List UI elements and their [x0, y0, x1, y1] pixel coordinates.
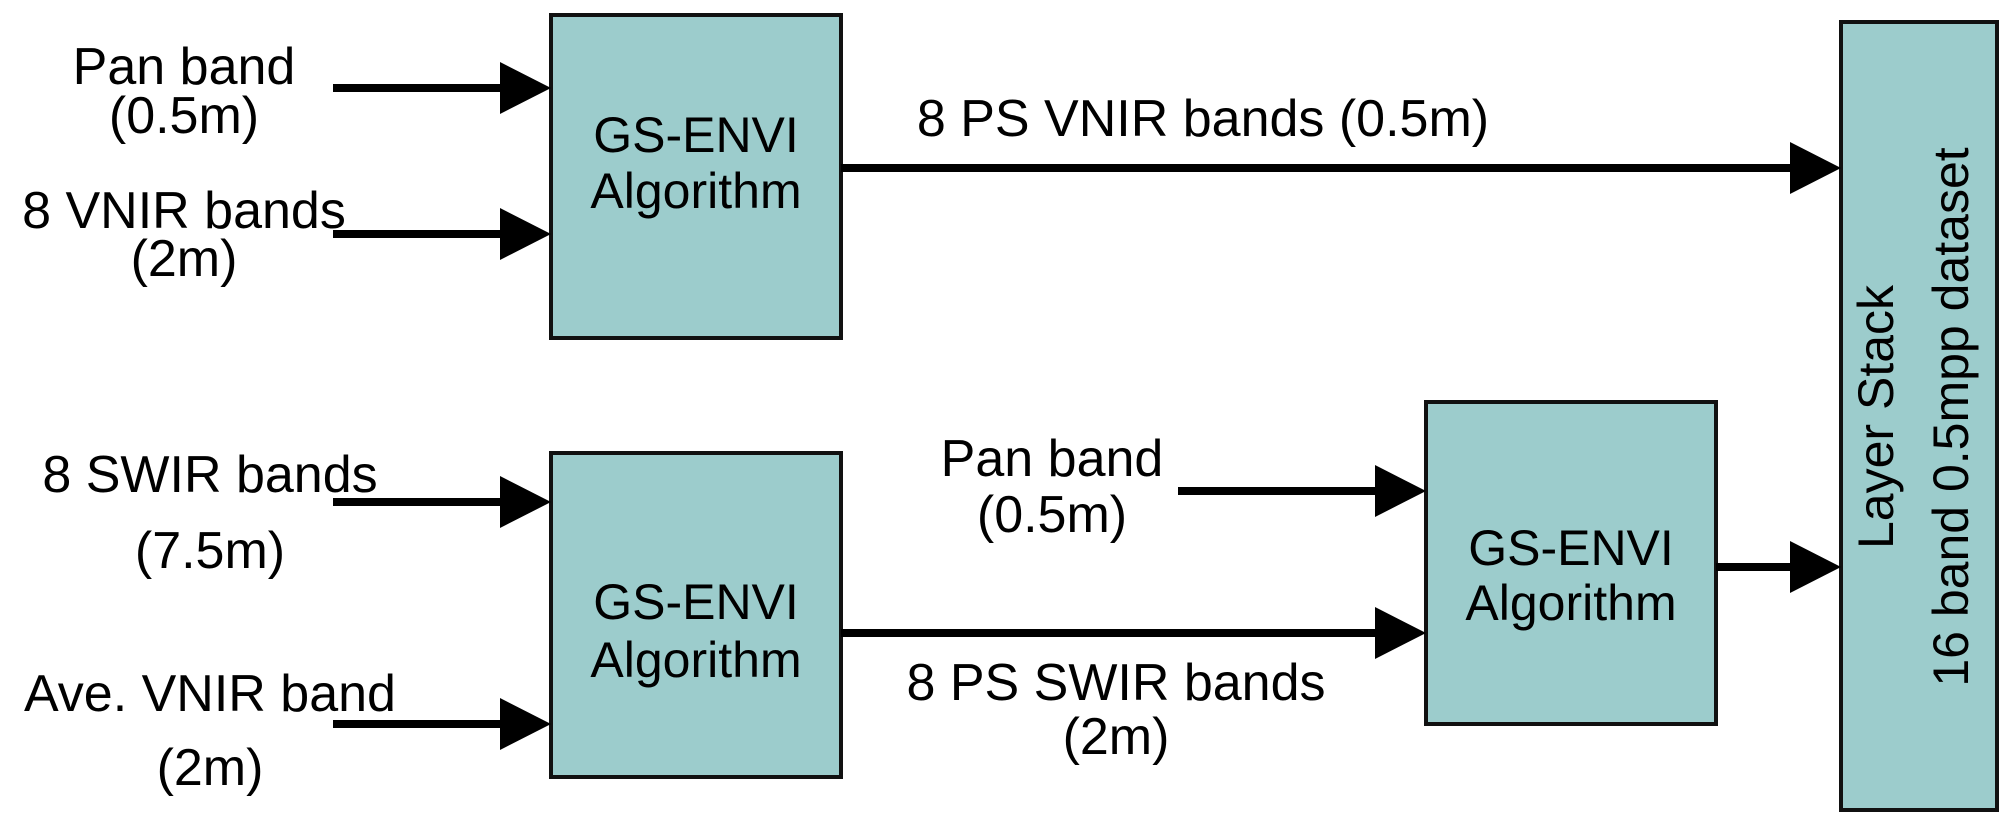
pan-band-top-line2: (0.5m) [109, 87, 259, 145]
swir-bands-line2: (7.5m) [135, 522, 285, 580]
arrow-ave-vnir-to-gs-bottom [333, 698, 551, 750]
gs-envi-right-line2: Algorithm [1465, 575, 1676, 631]
vnir-bands-line1: 8 VNIR bands [22, 182, 346, 240]
swir-bands-input: 8 SWIR bands (7.5m) [42, 446, 377, 580]
layer-stack-line1: Layer Stack [1848, 284, 1904, 549]
vnir-bands-line2: (2m) [131, 230, 238, 288]
ave-vnir-line2: (2m) [157, 739, 264, 797]
pan-band-input-top: Pan band (0.5m) [73, 38, 296, 145]
pan-band-top-line1: Pan band [73, 38, 296, 96]
pan-band-input-middle: Pan band (0.5m) [941, 430, 1164, 544]
arrow-gs-bottom-to-gs-right [841, 607, 1426, 659]
gs-envi-top-line2: Algorithm [590, 163, 801, 219]
arrow-vnir-to-gs-top [333, 208, 551, 260]
layer-stack-line2: 16 band 0.5mpp dataset [1923, 147, 1979, 686]
pan-band-middle-line2: (0.5m) [977, 486, 1127, 544]
vnir-bands-input: 8 VNIR bands (2m) [22, 182, 346, 288]
arrow-pan-to-gs-top [333, 62, 551, 114]
ps-swir-line1: 8 PS SWIR bands [906, 654, 1325, 712]
gs-envi-bottom-line1: GS-ENVI [593, 574, 799, 630]
ave-vnir-band-input: Ave. VNIR band (2m) [24, 665, 396, 797]
ps-swir-bands-label: 8 PS SWIR bands (2m) [906, 654, 1325, 766]
ps-vnir-output-label: 8 PS VNIR bands (0.5m) [917, 90, 1489, 148]
arrow-gs-top-to-layer-stack [841, 142, 1841, 194]
gs-envi-box-right: GS-ENVI Algorithm [1424, 400, 1718, 726]
gs-envi-box-top: GS-ENVI Algorithm [549, 13, 843, 340]
arrow-swir-to-gs-bottom [333, 476, 551, 528]
ave-vnir-line1: Ave. VNIR band [24, 665, 396, 723]
pan-band-middle-line1: Pan band [941, 430, 1164, 488]
gs-envi-bottom-line2: Algorithm [590, 632, 801, 688]
gs-envi-top-line1: GS-ENVI [593, 107, 799, 163]
arrow-pan-to-gs-right [1178, 465, 1426, 517]
ps-swir-line2: (2m) [1063, 708, 1170, 766]
arrow-gs-right-to-layer-stack [1716, 541, 1841, 593]
gs-envi-right-line1: GS-ENVI [1468, 520, 1674, 576]
swir-bands-line1: 8 SWIR bands [42, 446, 377, 504]
layer-stack-box: Layer Stack 16 band 0.5mpp dataset [1839, 20, 1999, 812]
gs-envi-box-bottom: GS-ENVI Algorithm [549, 451, 843, 779]
